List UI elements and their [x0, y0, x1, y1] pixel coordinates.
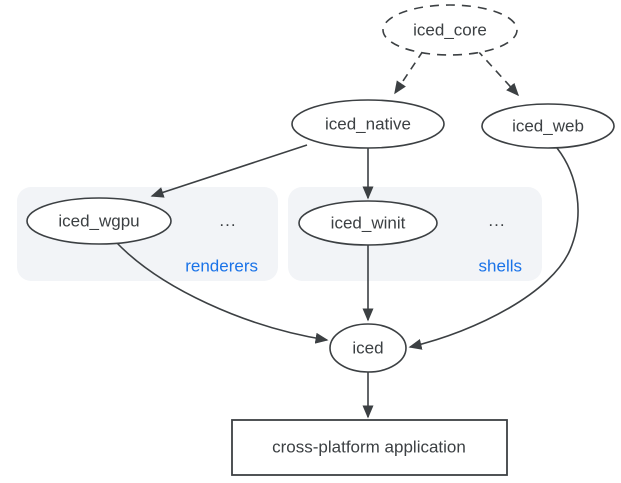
edge-iced_core-iced_native: [394, 50, 424, 95]
edge-iced_web-iced: [408, 147, 579, 350]
node-application-shape: [231, 419, 508, 476]
node-iced_winit-shape: [298, 200, 438, 246]
node-iced_winit-label: iced_winit: [331, 214, 406, 233]
shells-ellipsis: ...: [488, 211, 505, 230]
node-iced_native: iced_native: [291, 99, 445, 149]
node-iced_web: iced_web: [481, 103, 615, 149]
node-iced_core: iced_core: [382, 4, 518, 56]
node-iced-shape: [329, 323, 407, 373]
node-iced_wgpu: iced_wgpu: [26, 197, 172, 245]
node-iced_core-label: iced_core: [413, 21, 487, 40]
node-iced_core-shape: [382, 4, 518, 56]
renderers-ellipsis: ...: [219, 211, 236, 230]
node-application: cross-platform application: [231, 419, 508, 476]
node-iced_web-label: iced_web: [512, 117, 584, 136]
node-iced_wgpu-shape: [26, 197, 172, 245]
node-iced_native-label: iced_native: [325, 115, 411, 134]
renderers-group-label: renderers: [185, 257, 258, 276]
node-iced: iced: [329, 323, 407, 373]
edge-iced_wgpu-iced: [115, 241, 329, 344]
edge-iced_core-iced_web: [476, 49, 520, 97]
node-iced_native-shape: [291, 99, 445, 149]
node-application-label: cross-platform application: [272, 438, 466, 457]
shells-group-label: shells: [479, 257, 522, 276]
node-iced_web-shape: [481, 103, 615, 149]
node-iced_winit: iced_winit: [298, 200, 438, 246]
edge-iced_native-iced_wgpu: [150, 144, 308, 198]
node-iced_wgpu-label: iced_wgpu: [58, 212, 139, 231]
node-iced-label: iced: [352, 339, 383, 358]
